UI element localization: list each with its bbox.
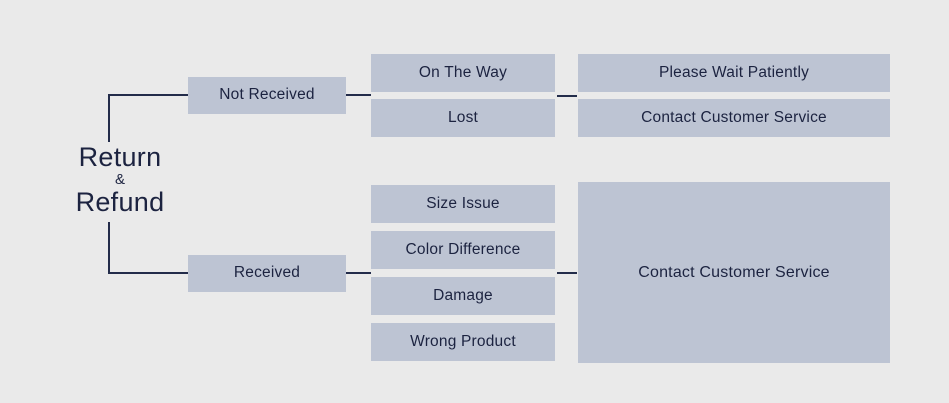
node-received-label: Received [233,264,301,282]
node-color-difference-label: Color Difference [405,240,521,258]
connector-received-to-reasons [346,272,371,274]
node-contact-customer-service-received-label: Contact Customer Service [638,263,830,281]
root-connector-vertical-lower [108,222,110,274]
root-node-return-refund: Return & Refund [62,140,178,220]
node-not-received-label: Not Received [219,86,315,104]
root-connector-arm-received [108,272,190,274]
root-connector-vertical-upper [108,94,110,142]
node-not-received[interactable]: Not Received [188,77,346,114]
node-wrong-product[interactable]: Wrong Product [371,323,555,361]
node-contact-customer-service-received[interactable]: Contact Customer Service [578,182,890,363]
node-please-wait-patiently[interactable]: Please Wait Patiently [578,54,890,92]
node-on-the-way[interactable]: On The Way [371,54,555,92]
root-label-line2: Refund [75,187,165,217]
node-size-issue-label: Size Issue [426,194,500,212]
node-wrong-product-label: Wrong Product [410,332,516,350]
node-color-difference[interactable]: Color Difference [371,231,555,269]
root-label-line1: Return [78,142,162,172]
node-received[interactable]: Received [188,255,346,292]
node-on-the-way-label: On The Way [418,63,508,81]
node-please-wait-patiently-label: Please Wait Patiently [658,63,810,81]
root-connector-arm-not-received [108,94,190,96]
connector-received-reasons-to-action [557,272,577,274]
connector-not-received-to-reasons [346,94,371,96]
node-lost-label: Lost [447,108,479,126]
node-size-issue[interactable]: Size Issue [371,185,555,223]
node-contact-customer-service-lost[interactable]: Contact Customer Service [578,99,890,137]
connector-not-received-reasons-to-actions [557,95,577,97]
node-lost[interactable]: Lost [371,99,555,137]
node-damage-label: Damage [433,286,493,304]
node-damage[interactable]: Damage [371,277,555,315]
node-contact-customer-service-lost-label: Contact Customer Service [641,108,827,126]
root-label-ampersand: & [114,171,125,188]
